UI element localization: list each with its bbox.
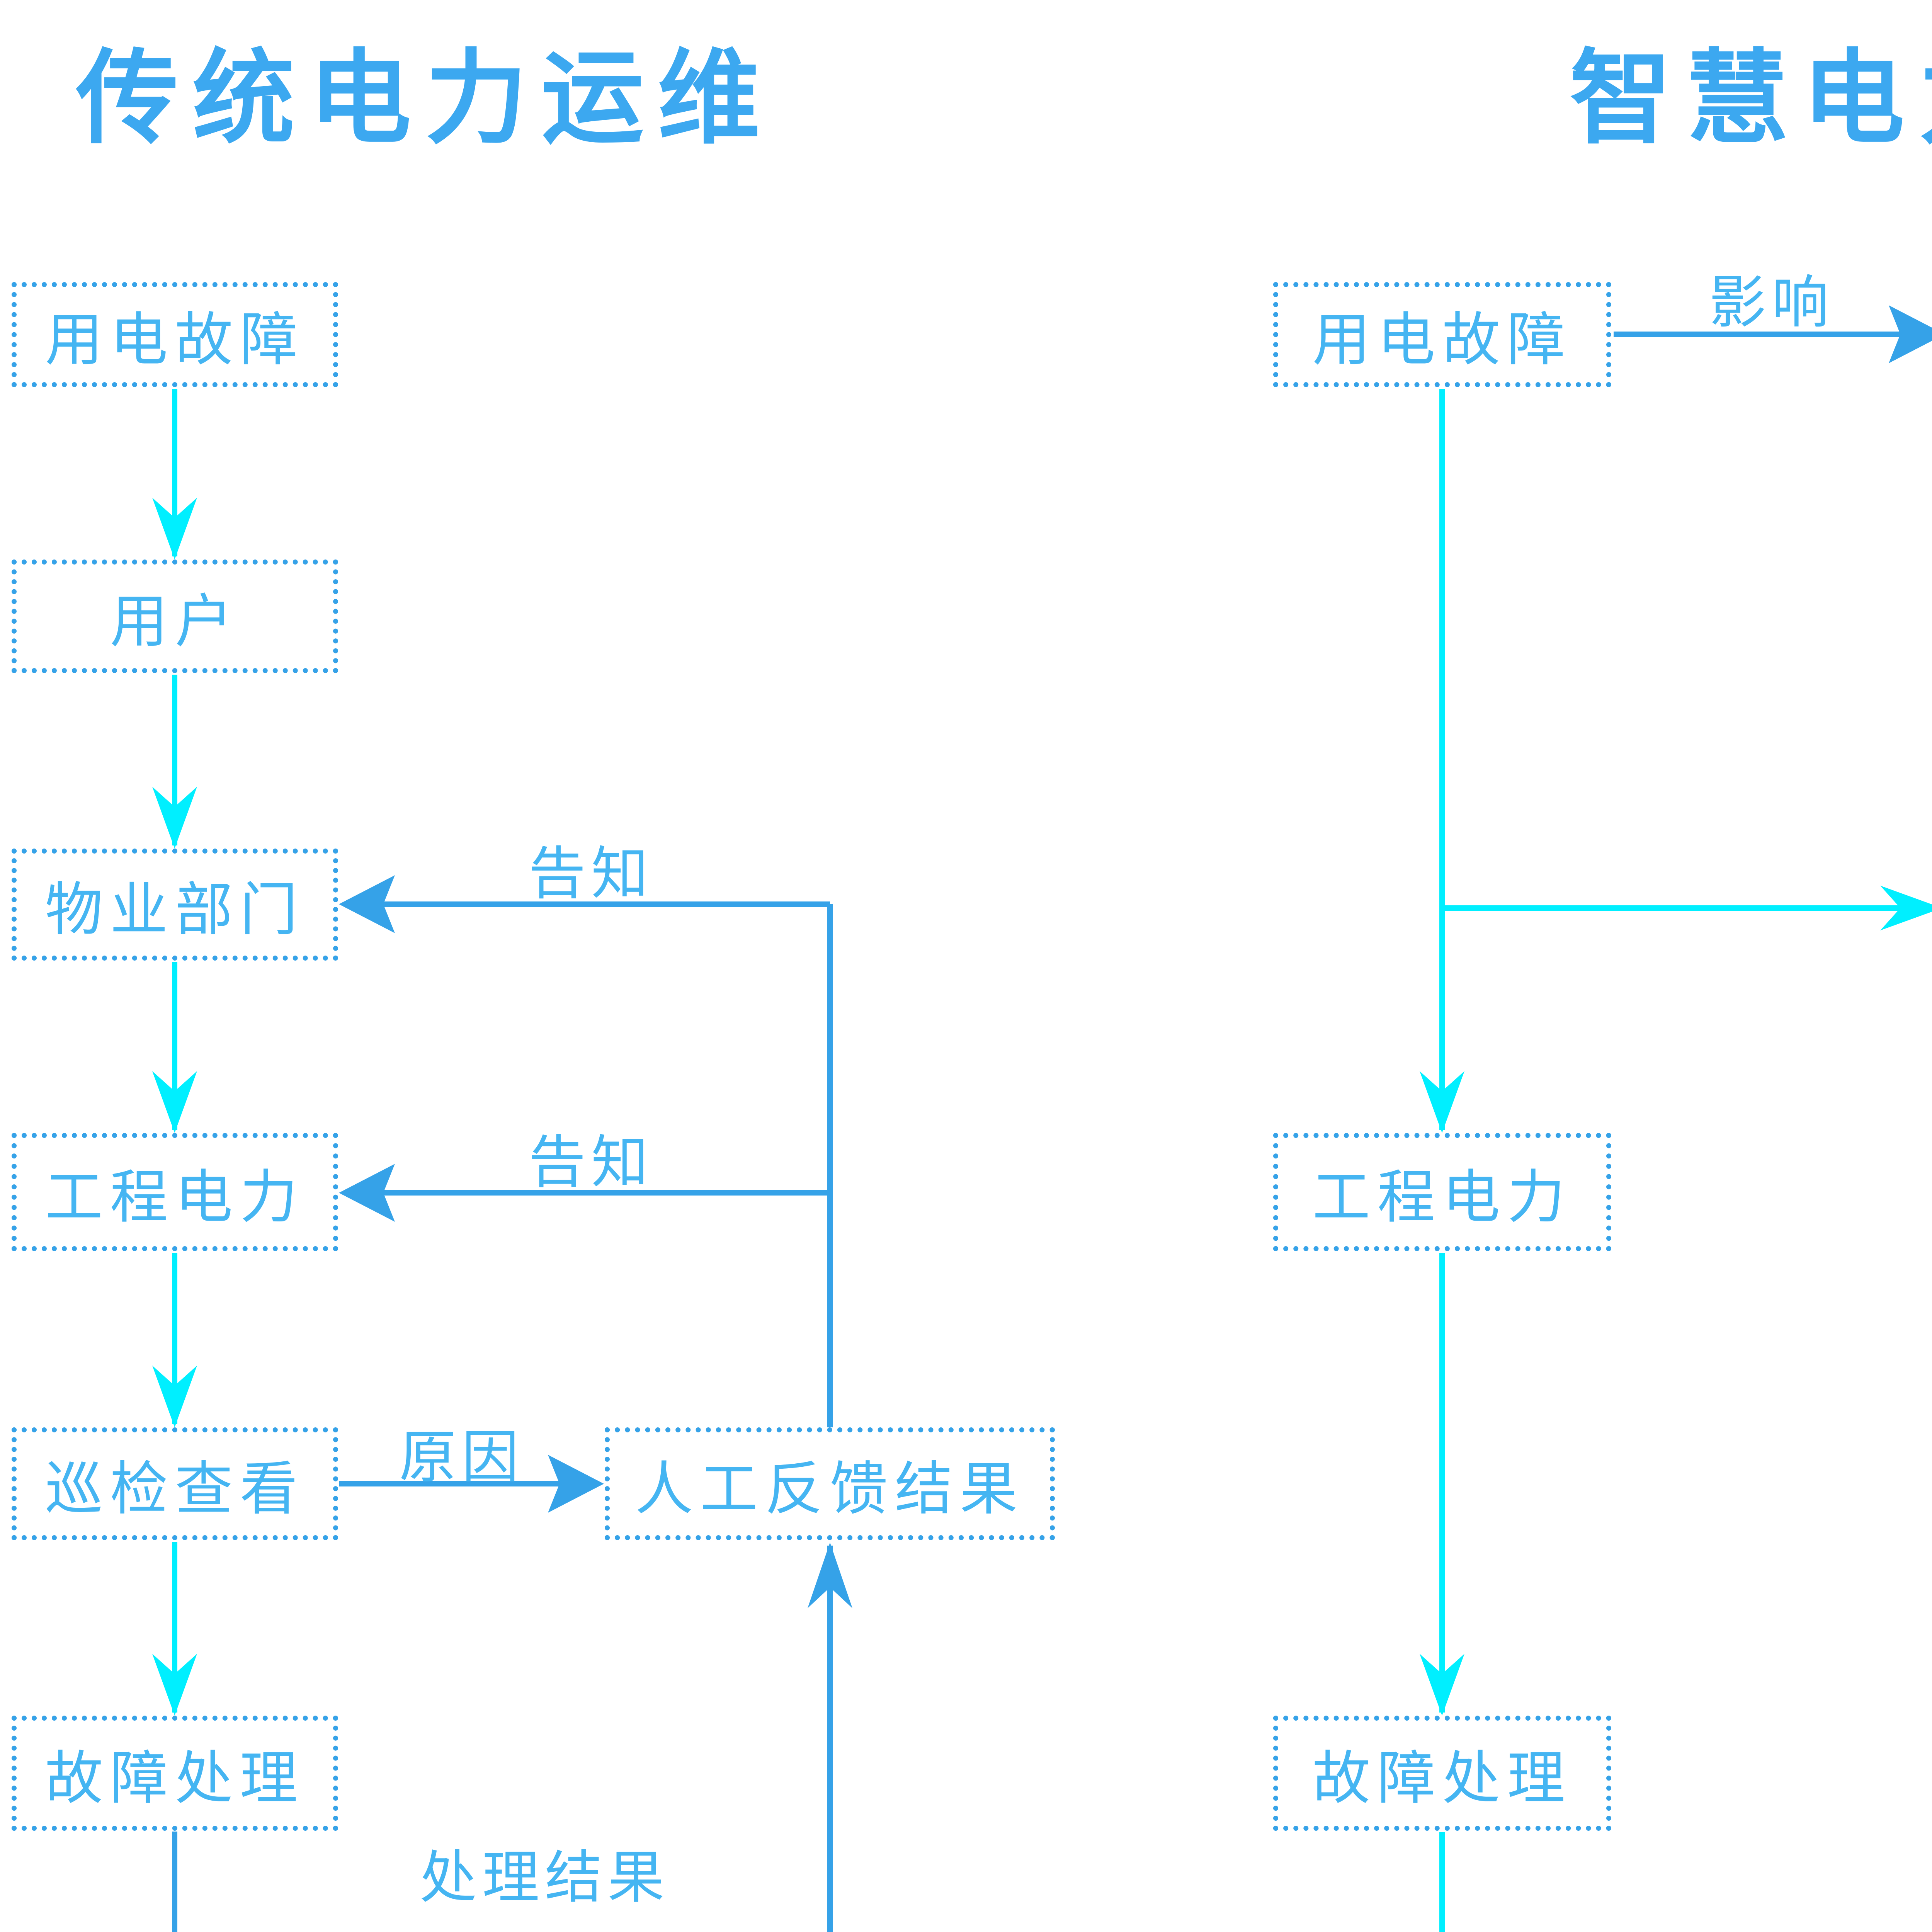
right-box-power-fault-label: 用电故障 — [1312, 307, 1572, 372]
left-flow-arrow-inspection-to-handling — [152, 1542, 197, 1716]
left-box-power-fault: 用电故障 — [12, 282, 338, 387]
left-box-property-dept-label: 物业部门 — [45, 877, 305, 942]
left-box-engineering-power: 工程电力 — [12, 1133, 338, 1251]
right-box-fault-handling: 故障处理 — [1273, 1716, 1611, 1831]
right-box-engineering-power: 工程电力 — [1273, 1133, 1611, 1251]
right-title: 智慧电力运维 — [1570, 41, 1932, 156]
right-fault-to-engineering-arrow — [1420, 389, 1464, 1133]
right-box-power-fault: 用电故障 — [1273, 282, 1611, 387]
right-impact-arrow — [1614, 305, 1932, 363]
left-box-fault-handling-label: 故障处理 — [45, 1745, 305, 1811]
left-box-property-dept: 物业部门 — [12, 849, 338, 961]
left-label-reason: 原因 — [399, 1425, 524, 1489]
left-box-engineering-power-label: 工程电力 — [45, 1164, 305, 1230]
right-label-impact: 影响 — [1709, 271, 1834, 335]
right-fault-to-property-branch-arrow — [1442, 886, 1932, 930]
left-box-inspection-check: 巡检查看 — [12, 1427, 338, 1540]
left-box-user-label: 用户 — [110, 588, 240, 654]
left-label-inform-engineering: 告知 — [529, 1131, 654, 1194]
left-title: 传统电力运维 — [76, 41, 774, 156]
right-engineering-to-handling-arrow — [1420, 1253, 1464, 1716]
left-inform-property-arrow — [339, 875, 830, 933]
left-processing-result-path — [172, 1543, 852, 1932]
left-label-inform-property: 告知 — [529, 842, 654, 906]
right-box-engineering-power-label: 工程电力 — [1312, 1164, 1572, 1230]
left-inform-engineering-arrow — [339, 1164, 830, 1222]
left-reason-arrow — [339, 1455, 604, 1513]
left-flow-arrow-property-to-engineering — [152, 962, 197, 1133]
left-box-user: 用户 — [12, 560, 338, 673]
left-box-power-fault-label: 用电故障 — [45, 307, 305, 372]
left-flow-arrow-engineering-to-inspection — [152, 1253, 197, 1427]
left-box-manual-feedback-result: 人工反馈结果 — [605, 1427, 1055, 1540]
left-box-manual-feedback-result-label: 人工反馈结果 — [635, 1456, 1025, 1521]
left-flow-arrow-fault-to-user — [152, 389, 197, 560]
right-box-fault-handling-label: 故障处理 — [1312, 1745, 1572, 1811]
left-box-fault-handling: 故障处理 — [12, 1716, 338, 1831]
left-box-inspection-check-label: 巡检查看 — [45, 1456, 305, 1521]
left-label-processing-result: 处理结果 — [420, 1846, 670, 1910]
left-flow-arrow-user-to-property — [152, 675, 197, 849]
right-auto-feedback-path — [1439, 1832, 1445, 1932]
